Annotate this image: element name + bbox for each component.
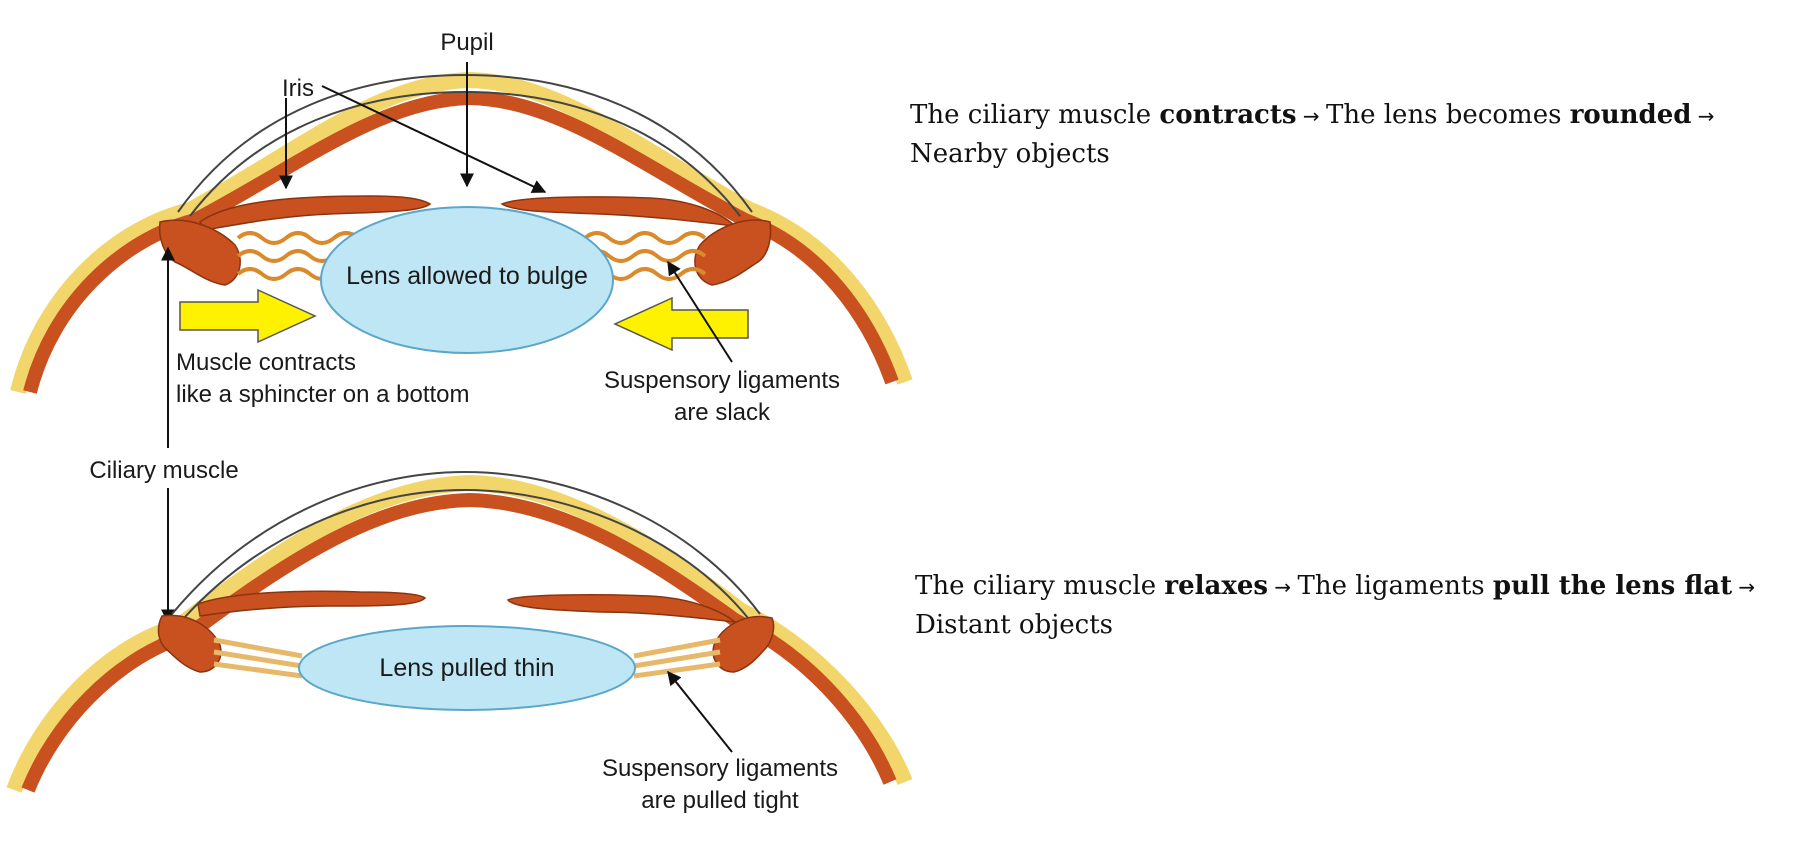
ciliary-muscle-callout: Ciliary muscle bbox=[89, 246, 239, 624]
desc-top-arrow1: → bbox=[1296, 104, 1326, 128]
desc-top-bold-contracts: contracts bbox=[1159, 100, 1297, 130]
label-muscle-contracts-1: Muscle contracts bbox=[176, 349, 356, 376]
label-lens-top: Lens allowed to bulge bbox=[346, 262, 588, 290]
bottom-ligaments-left bbox=[213, 637, 303, 679]
label-lens-bottom: Lens pulled thin bbox=[379, 654, 554, 682]
desc-top-arrow2: → bbox=[1691, 104, 1715, 128]
label-ligaments-slack-2: are slack bbox=[674, 399, 771, 426]
bottom-eye: Lens pulled thin Suspensory ligaments ar… bbox=[6, 470, 913, 814]
label-pupil: Pupil bbox=[440, 29, 493, 56]
top-yellow-arrow-left bbox=[179, 288, 317, 344]
top-lens bbox=[320, 206, 614, 354]
bottom-ligaments-right bbox=[633, 637, 721, 679]
bottom-sclera bbox=[6, 474, 913, 793]
desc-bottom-part2: The ligaments bbox=[1297, 571, 1493, 601]
label-ligaments-tight-2: are pulled tight bbox=[641, 787, 799, 814]
bottom-cornea-outer bbox=[171, 470, 761, 615]
ligaments-tight-pointer bbox=[667, 670, 733, 753]
desc-top-part2: The lens becomes bbox=[1326, 100, 1570, 130]
eye-accommodation-diagram: Pupil Iris Lens allowed to bulge Muscle … bbox=[6, 29, 913, 814]
desc-top-part1: The ciliary muscle bbox=[910, 100, 1160, 130]
label-muscle-contracts-2: like a sphincter on a bottom bbox=[176, 381, 470, 408]
bottom-cornea-inner bbox=[183, 488, 749, 619]
label-ligaments-slack-1: Suspensory ligaments bbox=[604, 367, 840, 394]
top-cornea-inner bbox=[189, 90, 741, 217]
desc-bottom-part1: The ciliary muscle bbox=[915, 571, 1165, 601]
top-choroid bbox=[23, 90, 899, 394]
bottom-iris-left bbox=[197, 590, 427, 617]
bottom-lens bbox=[298, 625, 636, 711]
bottom-choroid bbox=[21, 492, 897, 793]
description-distant-focus: The ciliary muscle relaxes → The ligamen… bbox=[915, 567, 1795, 644]
top-iris-left bbox=[198, 195, 432, 231]
description-near-focus: The ciliary muscle contracts → The lens … bbox=[910, 96, 1790, 173]
desc-bottom-result: Distant objects bbox=[915, 610, 1114, 640]
bottom-ciliary-left bbox=[157, 614, 222, 673]
desc-bottom-arrow2: → bbox=[1732, 575, 1756, 599]
top-ciliary-right bbox=[694, 219, 772, 286]
label-ligaments-tight-1: Suspensory ligaments bbox=[602, 755, 838, 782]
top-yellow-arrow-right bbox=[613, 296, 749, 352]
desc-bottom-bold-relaxes: relaxes bbox=[1164, 571, 1269, 601]
top-ciliary-left bbox=[158, 219, 241, 286]
desc-top-result: Nearby objects bbox=[910, 139, 1110, 169]
top-eye: Pupil Iris Lens allowed to bulge Muscle … bbox=[10, 29, 913, 426]
iris-pointer-right bbox=[321, 85, 547, 193]
label-ciliary-muscle: Ciliary muscle bbox=[89, 457, 238, 484]
top-cornea-outer bbox=[177, 73, 753, 213]
top-sclera bbox=[10, 71, 913, 394]
desc-bottom-arrow1: → bbox=[1268, 575, 1298, 599]
label-iris: Iris bbox=[282, 75, 314, 102]
desc-top-bold-rounded: rounded bbox=[1569, 100, 1692, 130]
ligaments-slack-pointer bbox=[667, 260, 733, 363]
bottom-ciliary-right bbox=[712, 615, 775, 673]
desc-bottom-bold-pull-flat: pull the lens flat bbox=[1492, 571, 1733, 601]
